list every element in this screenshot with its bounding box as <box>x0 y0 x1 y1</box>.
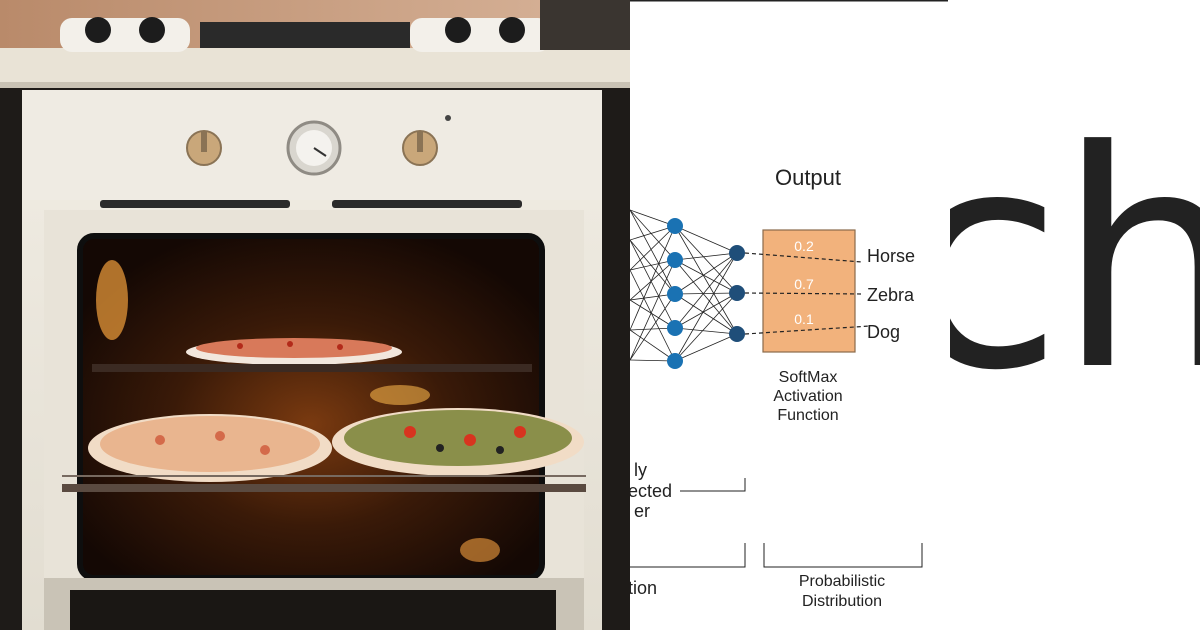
input-connections <box>630 209 676 362</box>
softmax-diagram: Output 0.2 0.7 0.1 Horse <box>630 0 948 610</box>
right-bracket <box>763 543 923 568</box>
hidden-node <box>667 218 683 234</box>
left-bracket <box>630 543 746 568</box>
output-node <box>729 245 745 261</box>
output-connections <box>674 225 738 362</box>
hidden-layer-nodes <box>667 218 683 369</box>
softmax-value: 0.7 <box>794 276 814 292</box>
hidden-node <box>667 286 683 302</box>
output-nodes <box>729 245 745 342</box>
fc-caption-fragment: ected <box>630 481 672 501</box>
hidden-node <box>667 320 683 336</box>
bottom-left-fragment: tion <box>630 578 657 598</box>
mapping-lines <box>744 252 871 335</box>
hidden-node <box>667 252 683 268</box>
softmax-box <box>762 229 856 353</box>
oven-pizza-photo <box>0 0 630 630</box>
class-label: Dog <box>867 322 900 342</box>
class-label: Zebra <box>867 285 915 305</box>
fc-caption-fragment: er <box>634 501 650 521</box>
distribution-caption-line: Distribution <box>802 593 882 610</box>
hidden-node <box>667 353 683 369</box>
output-node <box>729 285 745 301</box>
class-label: Horse <box>867 246 915 266</box>
cropped-wordmark-panel: ch <box>950 0 1200 630</box>
cropped-wordmark: ch <box>950 87 1200 436</box>
softmax-caption-line: Activation <box>773 388 842 405</box>
fc-caption-fragment: ly <box>634 460 647 480</box>
softmax-value: 0.2 <box>794 238 814 254</box>
softmax-caption-line: Function <box>777 407 838 424</box>
fc-bracket <box>680 478 746 492</box>
distribution-caption-line: Probabilistic <box>799 573 885 590</box>
softmax-caption-line: SoftMax <box>779 369 838 386</box>
output-title: Output <box>775 165 841 190</box>
softmax-value: 0.1 <box>794 311 814 327</box>
output-node <box>729 326 745 342</box>
